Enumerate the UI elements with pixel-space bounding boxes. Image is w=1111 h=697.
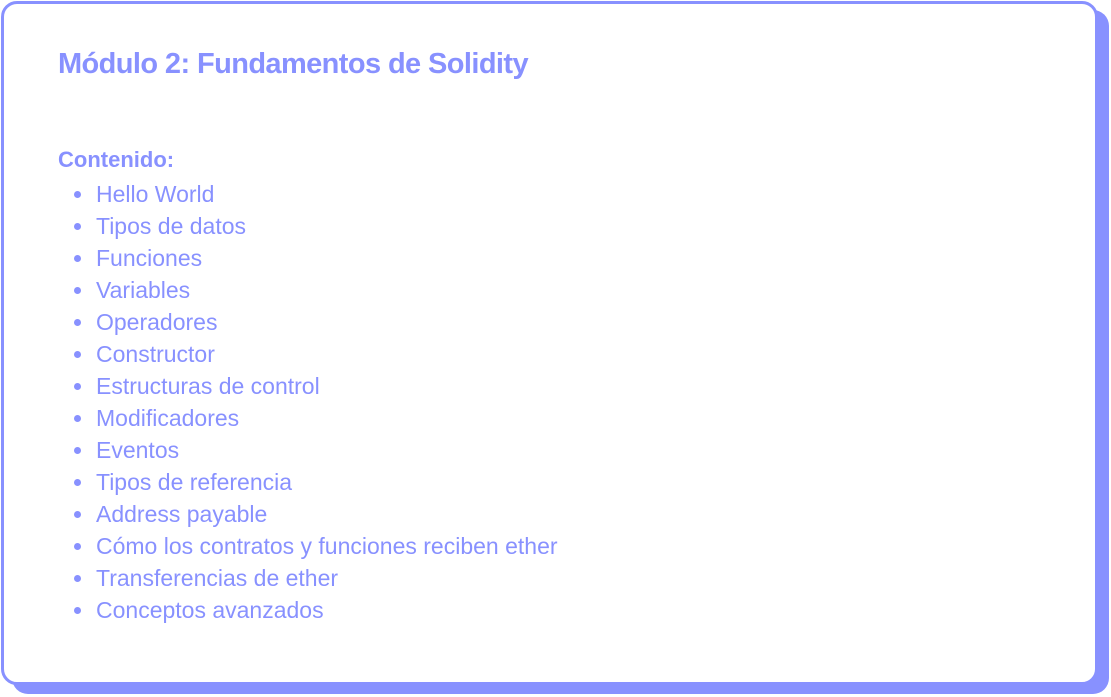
- list-item: Modificadores: [58, 402, 558, 434]
- list-item: Variables: [58, 274, 558, 306]
- module-title: Módulo 2: Fundamentos de Solidity: [58, 48, 529, 80]
- list-item: Tipos de datos: [58, 210, 558, 242]
- list-item: Conceptos avanzados: [58, 594, 558, 626]
- content-label: Contenido:: [58, 147, 175, 172]
- list-item: Transferencias de ether: [58, 562, 558, 594]
- list-item: Address payable: [58, 498, 558, 530]
- list-item: Tipos de referencia: [58, 466, 558, 498]
- module-card: Módulo 2: Fundamentos de Solidity Conten…: [1, 1, 1098, 685]
- list-item: Operadores: [58, 306, 558, 338]
- content-list: Hello World Tipos de datos Funciones Var…: [58, 178, 558, 626]
- list-item: Funciones: [58, 242, 558, 274]
- list-item: Estructuras de control: [58, 370, 558, 402]
- list-item: Cómo los contratos y funciones reciben e…: [58, 530, 558, 562]
- list-item: Hello World: [58, 178, 558, 210]
- list-item: Eventos: [58, 434, 558, 466]
- list-item: Constructor: [58, 338, 558, 370]
